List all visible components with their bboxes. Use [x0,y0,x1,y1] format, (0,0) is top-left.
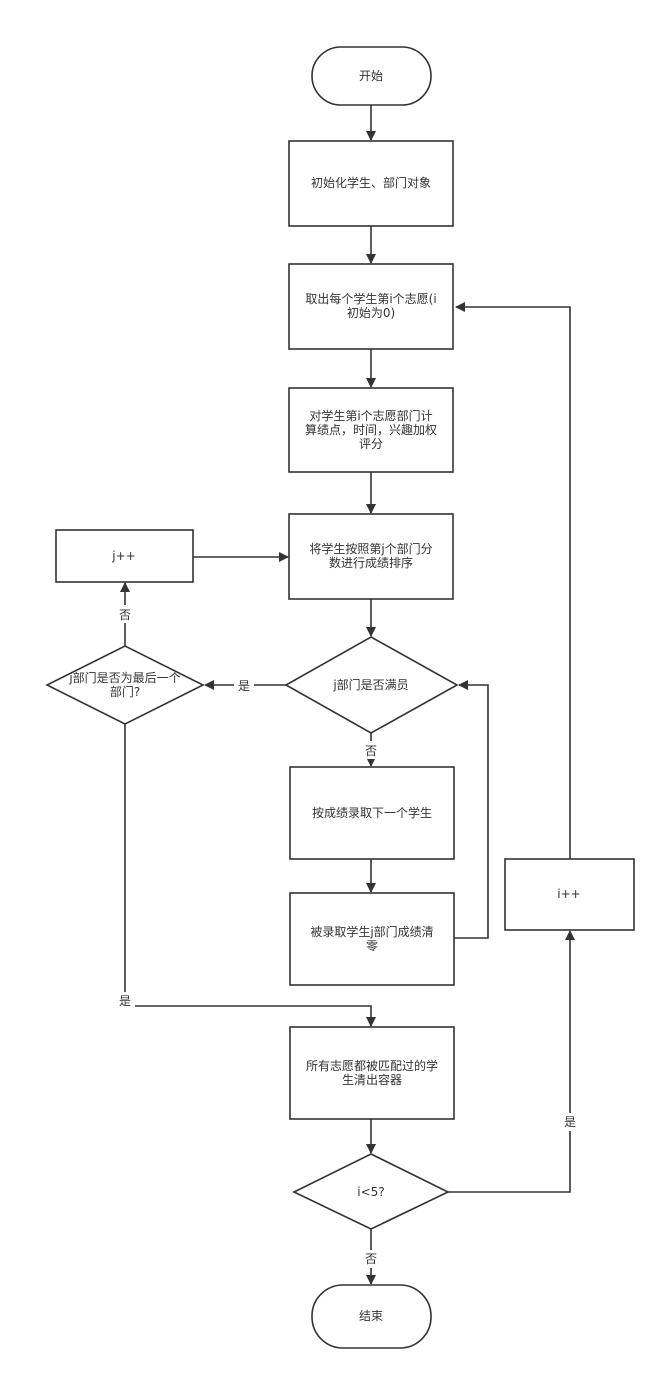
label-line: 零 [366,939,378,953]
node-clear-score-label: 被录取学生j部门成绩清零 [310,924,433,953]
edge-label-i-yes: 是 [564,1115,576,1129]
label-line: j部门是否满员 [332,677,408,692]
edge-i-lt-5-i-inc [448,930,575,1193]
node-clear-score: 被录取学生j部门成绩清零 [289,892,455,986]
node-dept-full-label: j部门是否满员 [332,677,408,692]
node-start: 开始 [311,46,432,106]
label-line: j++ [111,549,135,563]
node-end: 结束 [311,1284,432,1349]
label-line: 数进行成绩排序 [329,555,413,570]
node-sort: 将学生按照第j个部门分数进行成绩排序 [288,513,454,600]
node-score-label: 对学生第i个志愿部门计算绩点，时间，兴趣加权评分 [305,408,437,451]
label-line: 初始为0) [347,306,395,320]
node-sort-label: 将学生按照第j个部门分数进行成绩排序 [309,541,432,570]
label-line: 所有志愿都被匹配过的学 [306,1058,438,1073]
node-clear-matched-label: 所有志愿都被匹配过的学生清出容器 [306,1058,438,1087]
node-end-label: 结束 [359,1309,383,1323]
node-score: 对学生第i个志愿部门计算绩点，时间，兴趣加权评分 [288,387,454,473]
label-line: 被录取学生j部门成绩清 [310,924,433,939]
node-is-last-dept-label: j部门是否为最后一个部门? [68,670,180,699]
node-dept-full: j部门是否满员 [284,636,459,734]
edge-i-inc-take-choice [455,302,571,859]
edge-clear-score-dept-full [454,680,489,939]
label-line: i<5? [357,1185,384,1199]
node-clear-matched: 所有志愿都被匹配过的学生清出容器 [289,1026,455,1120]
label-line: 结束 [359,1309,383,1323]
node-start-label: 开始 [359,69,383,83]
label-line: 将学生按照第j个部门分 [309,541,432,556]
label-line: 生清出容器 [342,1072,402,1087]
node-j-inc-label: j++ [111,549,135,563]
label-line: i++ [557,887,580,901]
node-j-inc: j++ [55,529,194,583]
node-i-lt-5: i<5? [292,1153,450,1230]
node-admit-next: 按成绩录取下一个学生 [289,766,455,860]
node-init-label: 初始化学生、部门对象 [311,175,431,190]
edge-label-full-yes: 是 [238,679,250,693]
label-line: 取出每个学生第i个志愿(i [305,291,436,306]
label-line: 对学生第i个志愿部门计 [309,408,432,423]
node-i-inc-label: i++ [557,887,580,901]
edge-label-i-no: 否 [365,1252,377,1266]
label-line: 算绩点，时间，兴趣加权 [305,422,437,437]
node-admit-next-label: 按成绩录取下一个学生 [312,805,432,820]
node-i-inc: i++ [504,858,635,931]
label-line: 评分 [359,437,383,451]
edge-label-last-yes: 是 [119,994,131,1008]
label-line: 初始化学生、部门对象 [311,175,431,190]
label-line: 部门? [110,684,140,699]
edge-is-last-clear-matched [124,724,376,1027]
edge-label-full-no: 否 [365,744,377,758]
label-line: 按成绩录取下一个学生 [312,805,432,820]
label-line: j部门是否为最后一个 [68,670,180,685]
node-is-last-dept: j部门是否为最后一个部门? [45,645,205,725]
node-i-lt-5-label: i<5? [357,1185,384,1199]
node-init: 初始化学生、部门对象 [288,140,454,227]
label-line: 开始 [359,69,383,83]
edge-label-last-no: 否 [119,608,131,622]
